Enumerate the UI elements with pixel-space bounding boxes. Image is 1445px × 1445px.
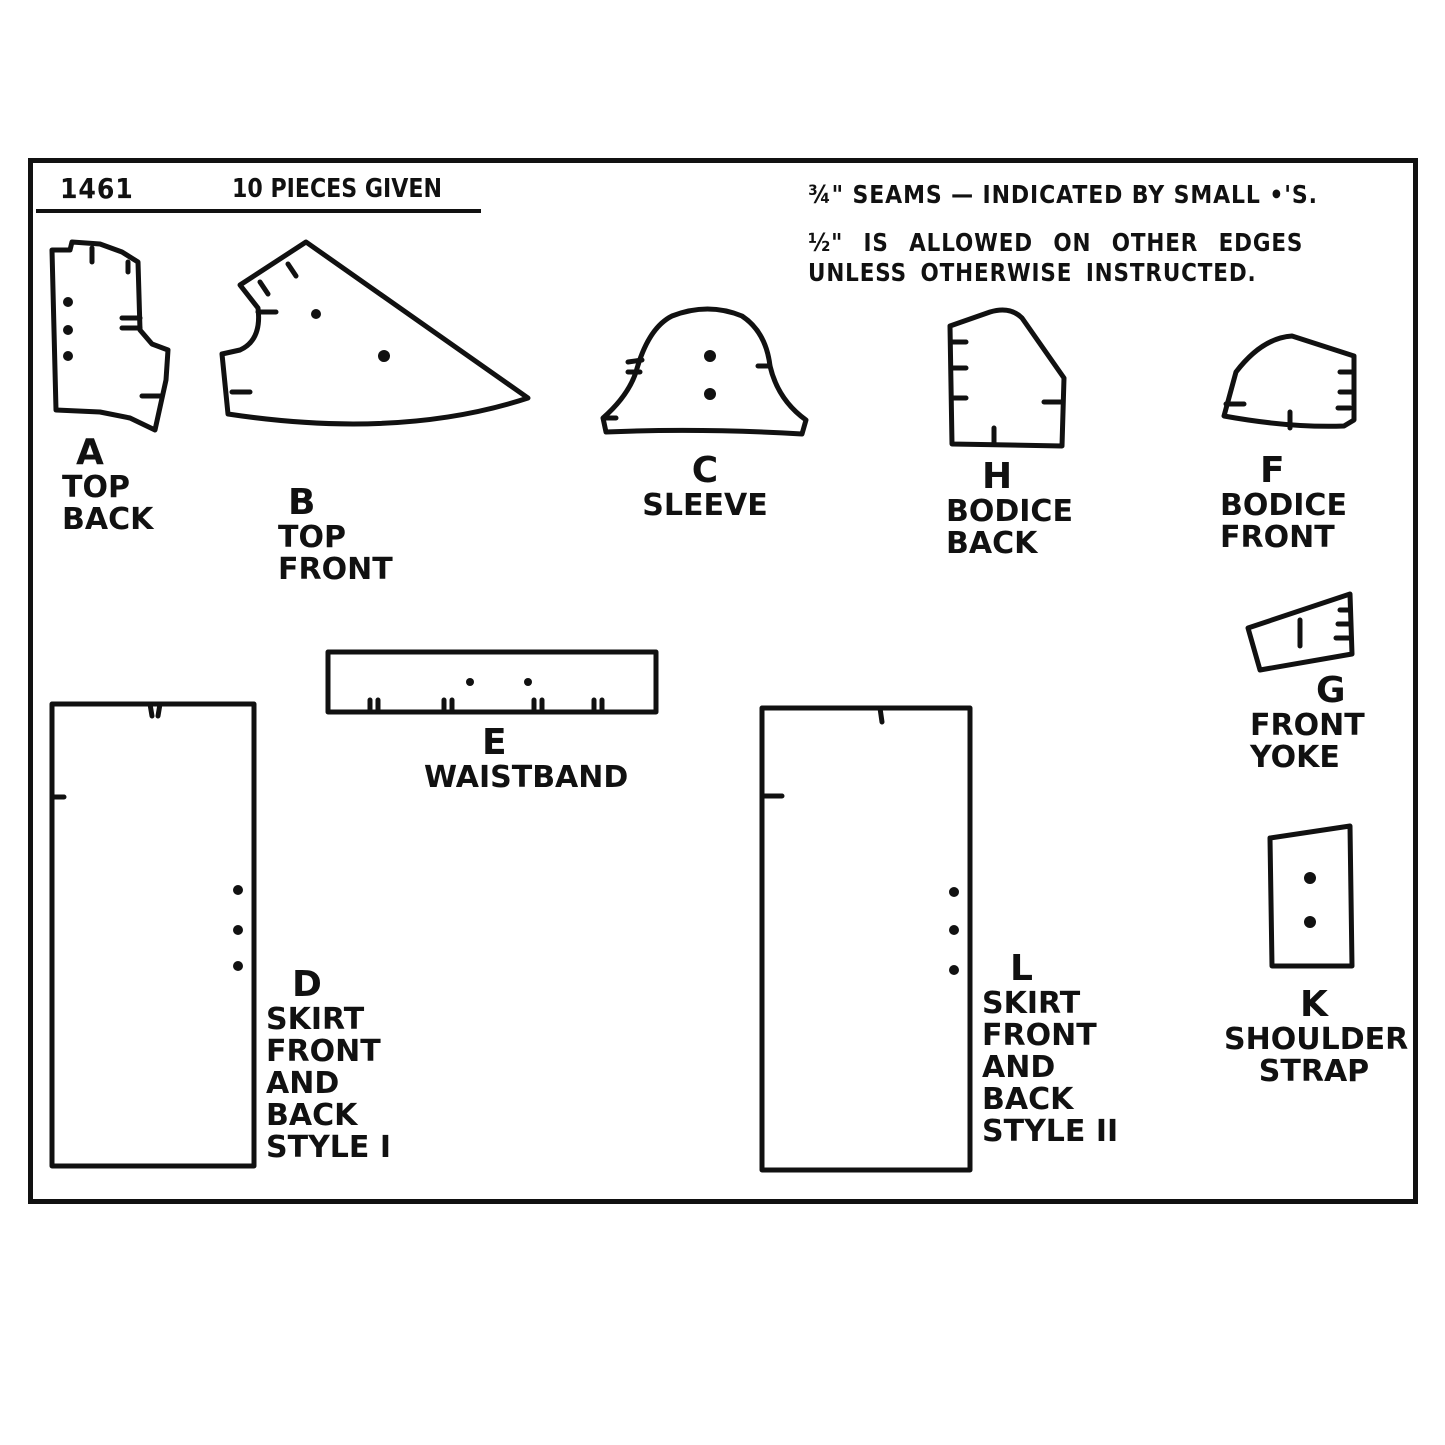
piece-c-name1: SLEEVE — [642, 488, 768, 523]
piece-k-name1: SHOULDER — [1224, 1022, 1409, 1057]
piece-b-label: B TOP FRONT — [278, 484, 393, 586]
piece-e-label: E WAISTBAND — [424, 724, 628, 794]
piece-d-name1: SKIRT — [266, 1002, 365, 1037]
piece-b-letter: B — [288, 482, 316, 523]
piece-k-letter: K — [1300, 984, 1328, 1025]
piece-f-label: F BODICE FRONT — [1220, 452, 1347, 554]
piece-k-outline — [1267, 823, 1355, 969]
piece-d-label: D SKIRT FRONT AND BACK STYLE I — [266, 966, 391, 1164]
piece-c-label: C SLEEVE — [640, 452, 770, 522]
piece-b-outline — [219, 239, 531, 427]
piece-d-name3: AND — [266, 1066, 340, 1101]
piece-e-name1: WAISTBAND — [424, 760, 629, 795]
piece-d-name4: BACK — [266, 1098, 358, 1133]
piece-f-name1: BODICE — [1220, 488, 1347, 523]
piece-h-outline — [947, 307, 1067, 449]
piece-a-name1: TOP — [62, 470, 130, 505]
piece-l-name3: AND — [982, 1050, 1056, 1085]
piece-e-letter: E — [482, 722, 507, 763]
piece-k-label: K SHOULDER STRAP — [1224, 984, 1409, 1089]
seam-note-line3: UNLESS OTHERWISE INSTRUCTED. — [808, 258, 1257, 287]
piece-l-name4: BACK — [982, 1082, 1074, 1117]
piece-e-outline — [325, 649, 659, 715]
piece-d-outline — [49, 701, 257, 1169]
header-rule — [36, 209, 481, 213]
piece-l-outline — [759, 705, 973, 1173]
piece-h-letter: H — [982, 456, 1013, 497]
piece-l-letter: L — [1010, 948, 1033, 989]
seam-note-line1: ¾" SEAMS — INDICATED BY SMALL •'S. — [808, 180, 1318, 209]
pattern-number: 1461 — [60, 172, 134, 205]
pattern-frame — [28, 158, 1418, 1204]
piece-d-name2: FRONT — [266, 1034, 381, 1069]
piece-f-name2: FRONT — [1220, 520, 1335, 555]
piece-f-letter: F — [1260, 450, 1285, 491]
piece-g-letter: G — [1316, 670, 1346, 711]
piece-l-name2: FRONT — [982, 1018, 1097, 1053]
pieces-given-label: 10 PIECES GIVEN — [232, 174, 442, 204]
piece-d-letter: D — [292, 964, 322, 1005]
piece-a-label: A TOP BACK — [62, 434, 153, 536]
piece-f-outline — [1221, 333, 1357, 429]
piece-g-label: G FRONT YOKE — [1250, 672, 1365, 774]
piece-g-name2: YOKE — [1250, 740, 1340, 775]
piece-c-letter: C — [691, 450, 719, 491]
piece-h-name2: BACK — [946, 526, 1038, 561]
piece-g-name1: FRONT — [1250, 708, 1365, 743]
piece-l-name1: SKIRT — [982, 986, 1081, 1021]
piece-a-letter: A — [76, 432, 104, 473]
seam-note-line2: ½" IS ALLOWED ON OTHER EDGES — [808, 228, 1304, 257]
piece-h-label: H BODICE BACK — [946, 458, 1073, 560]
piece-g-outline — [1245, 591, 1355, 673]
piece-b-name2: FRONT — [278, 552, 393, 587]
piece-a-name2: BACK — [62, 502, 154, 537]
piece-b-name1: TOP — [278, 520, 346, 555]
piece-k-name2: STRAP — [1258, 1054, 1370, 1089]
piece-l-name5: STYLE II — [982, 1114, 1119, 1149]
piece-d-name5: STYLE I — [266, 1130, 392, 1165]
piece-l-label: L SKIRT FRONT AND BACK STYLE II — [982, 950, 1118, 1148]
piece-h-name1: BODICE — [946, 494, 1073, 529]
piece-a-outline — [49, 239, 171, 433]
